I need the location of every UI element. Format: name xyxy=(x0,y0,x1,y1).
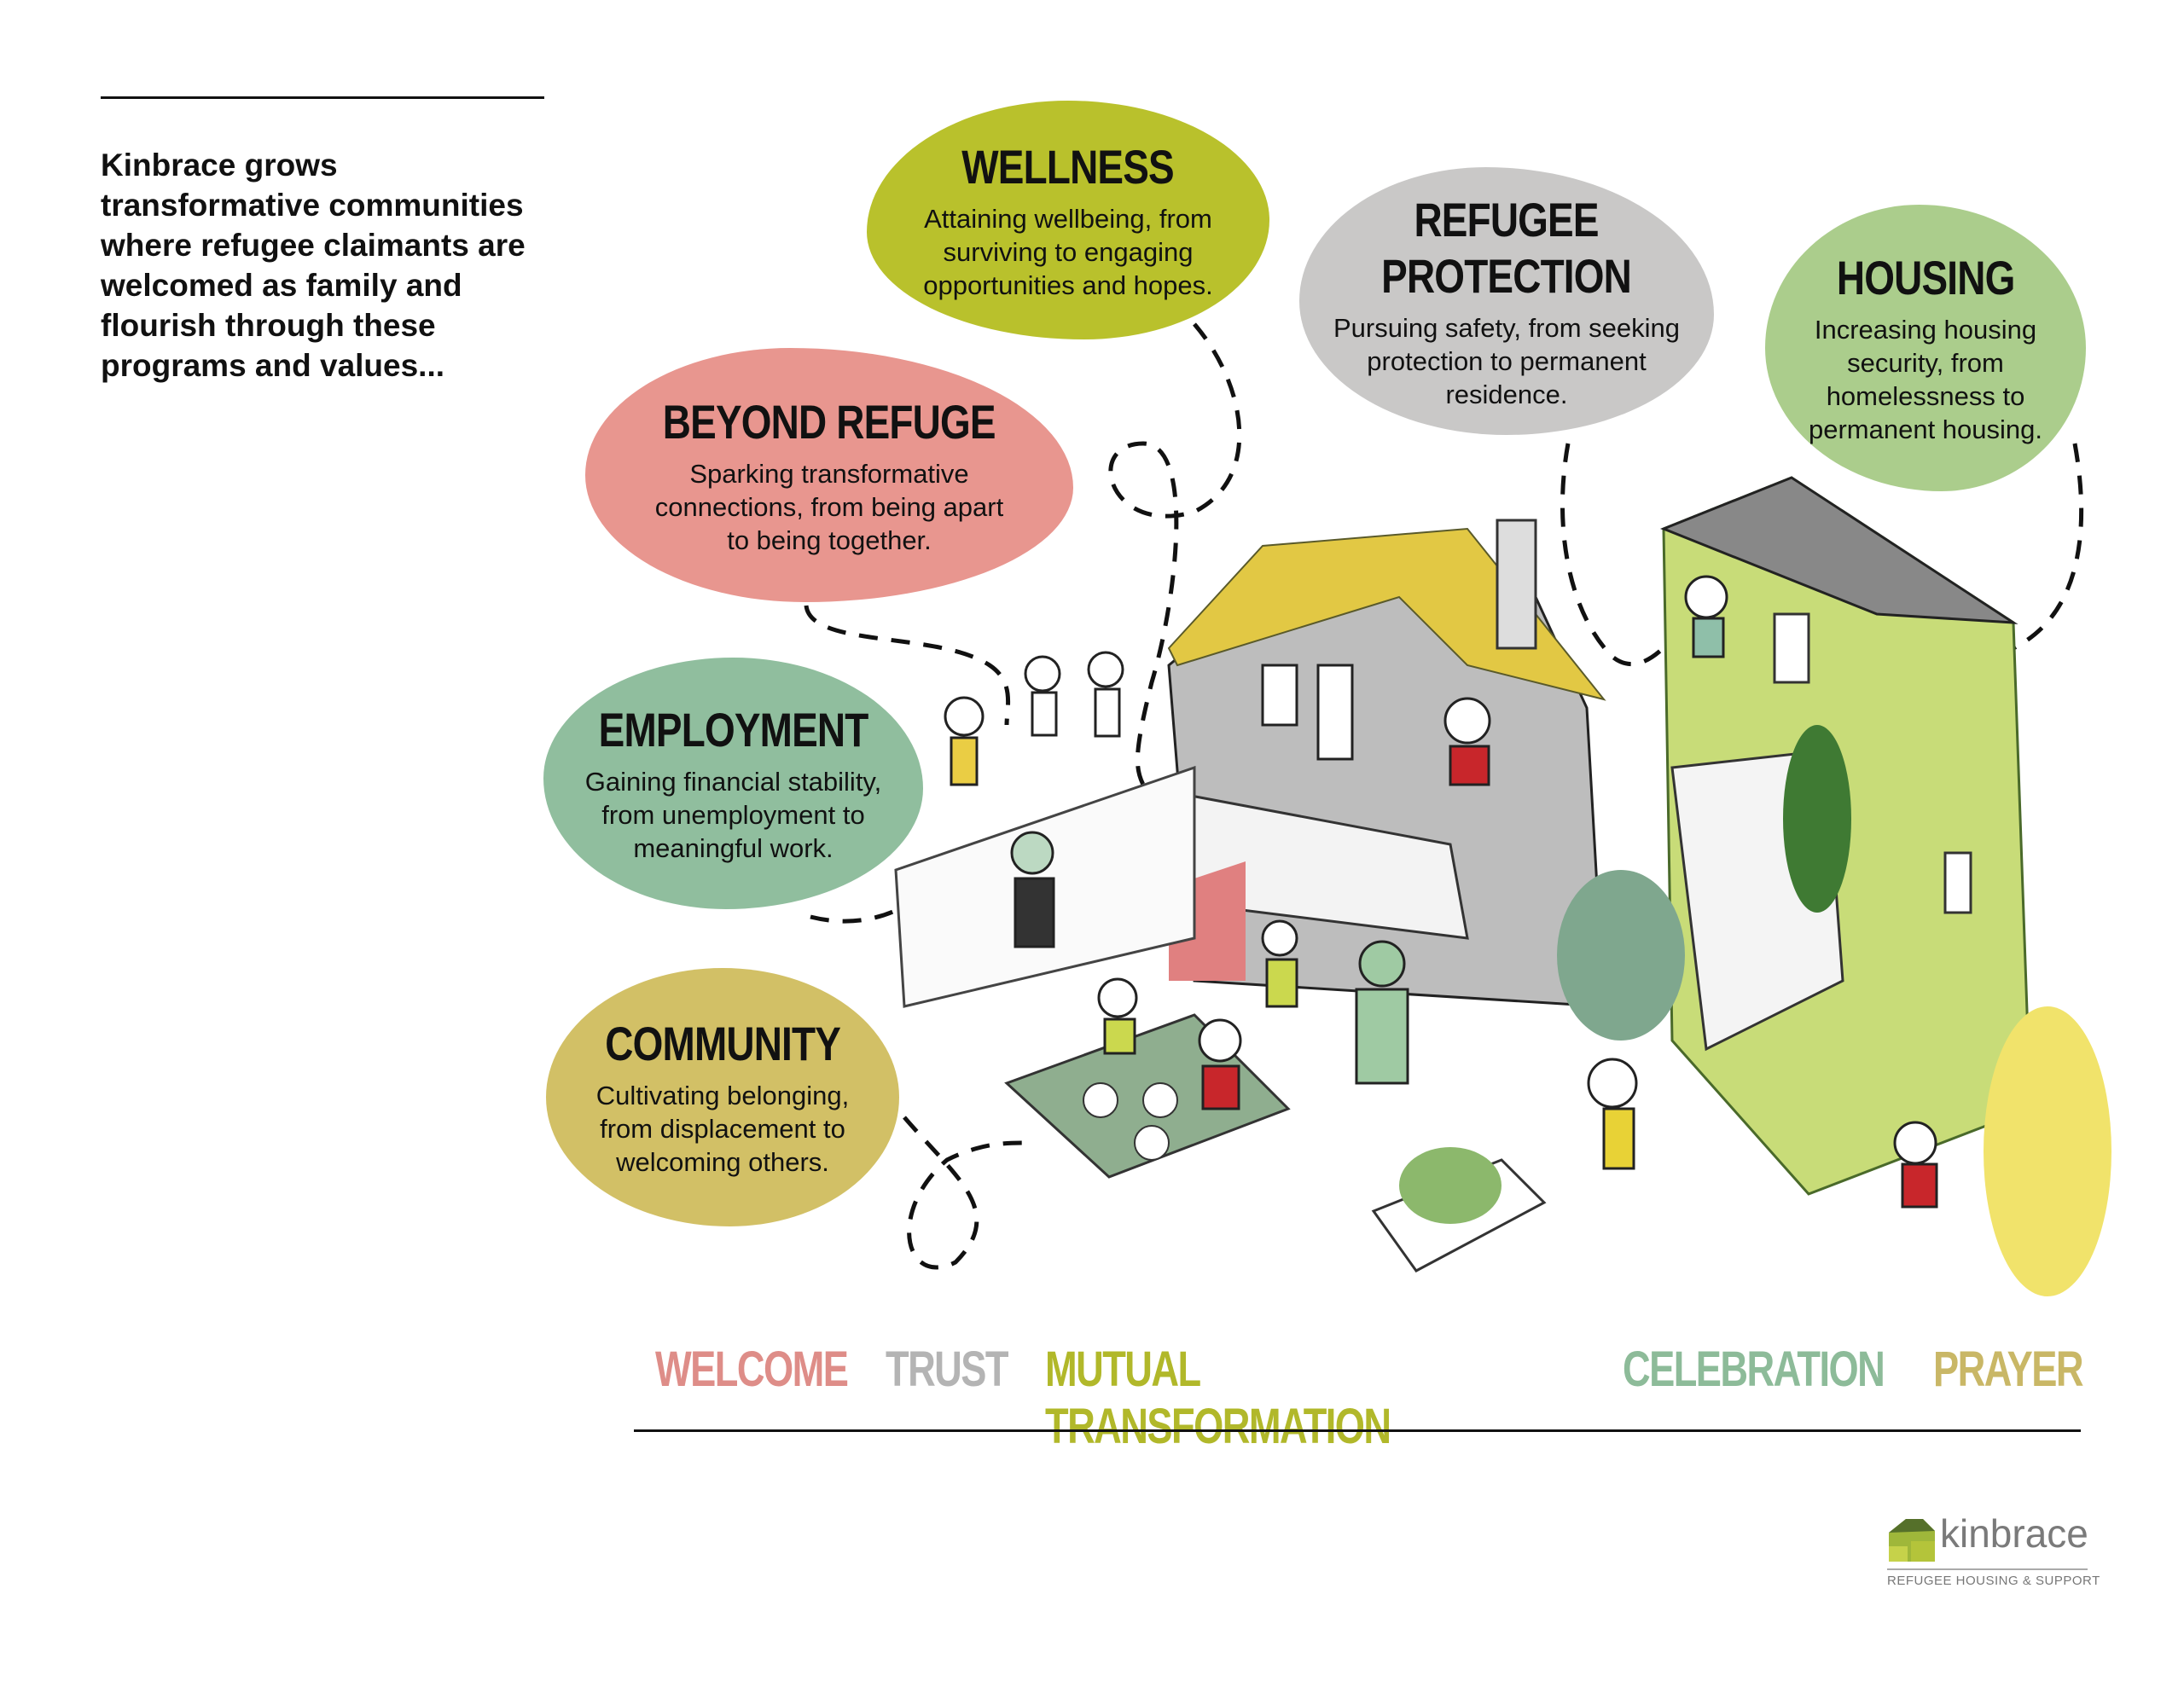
program-description: Pursuing safety, from seeking protection… xyxy=(1333,312,1681,409)
program-title: HOUSING xyxy=(1836,251,2015,304)
program-bubble-beyond-refuge: BEYOND REFUGE Sparking transformative co… xyxy=(585,348,1073,602)
program-description: Increasing housing security, from homele… xyxy=(1808,315,2043,444)
program-title: EMPLOYMENT xyxy=(598,703,869,757)
program-title: REFUGEE PROTECTION xyxy=(1381,192,1633,303)
logo-tagline: REFUGEE HOUSING & SUPPORT xyxy=(1887,1574,2100,1588)
program-bubble-wellness: WELLNESS Attaining wellbeing, from survi… xyxy=(867,101,1269,339)
logo-divider xyxy=(1887,1568,2088,1570)
program-description: Cultivating belonging, from displacement… xyxy=(595,1081,850,1177)
program-bubble-housing: HOUSING Increasing housing security, fro… xyxy=(1765,205,2086,491)
dashed-path-wellness xyxy=(1108,322,1242,786)
program-description: Sparking transformative connections, fro… xyxy=(654,458,1004,555)
house-logo-icon xyxy=(1889,1519,1935,1562)
program-description: Gaining financial stability, from unempl… xyxy=(584,767,882,863)
kinbrace-logo: kinbrace REFUGEE HOUSING & SUPPORT xyxy=(1887,1511,2100,1592)
value-trust: TRUST xyxy=(886,1342,1009,1397)
intro-text: Kinbrace grows transformative communitie… xyxy=(101,148,526,383)
value-mutual-transformation: MUTUAL TRANSFORMATION xyxy=(1045,1342,1391,1454)
value-welcome: WELCOME xyxy=(655,1342,849,1397)
shrub xyxy=(1557,870,1685,1041)
yellow-plant xyxy=(1984,1006,2111,1296)
value-celebration: CELEBRATION xyxy=(1623,1342,1885,1397)
value-prayer: PRAYER xyxy=(1933,1342,2084,1397)
program-bubble-community: COMMUNITY Cultivating belonging, from di… xyxy=(546,968,899,1226)
program-bubble-employment: EMPLOYMENT Gaining financial stability, … xyxy=(543,658,923,909)
values-list: WELCOME TRUST MUTUAL TRANSFORMATION CELE… xyxy=(655,1341,2124,1455)
people xyxy=(944,575,1938,1209)
dashed-path-community xyxy=(903,1116,1025,1270)
dashed-path-housing xyxy=(2012,443,2084,651)
program-description: Attaining wellbeing, from surviving to e… xyxy=(923,203,1213,300)
logo-wordmark: kinbrace xyxy=(1940,1511,2088,1556)
program-bubble-refugee-protection: REFUGEE PROTECTION Pursuing safety, from… xyxy=(1299,167,1714,435)
green-building xyxy=(1659,476,2032,1196)
program-title: COMMUNITY xyxy=(605,1017,841,1070)
bottom-divider xyxy=(634,1429,2081,1432)
top-divider xyxy=(101,96,544,99)
grey-house xyxy=(1167,519,1606,1008)
program-title: BEYOND REFUGE xyxy=(663,394,996,449)
dashed-path-beyond-refuge xyxy=(804,605,1011,726)
program-title: WELLNESS xyxy=(961,139,1175,194)
